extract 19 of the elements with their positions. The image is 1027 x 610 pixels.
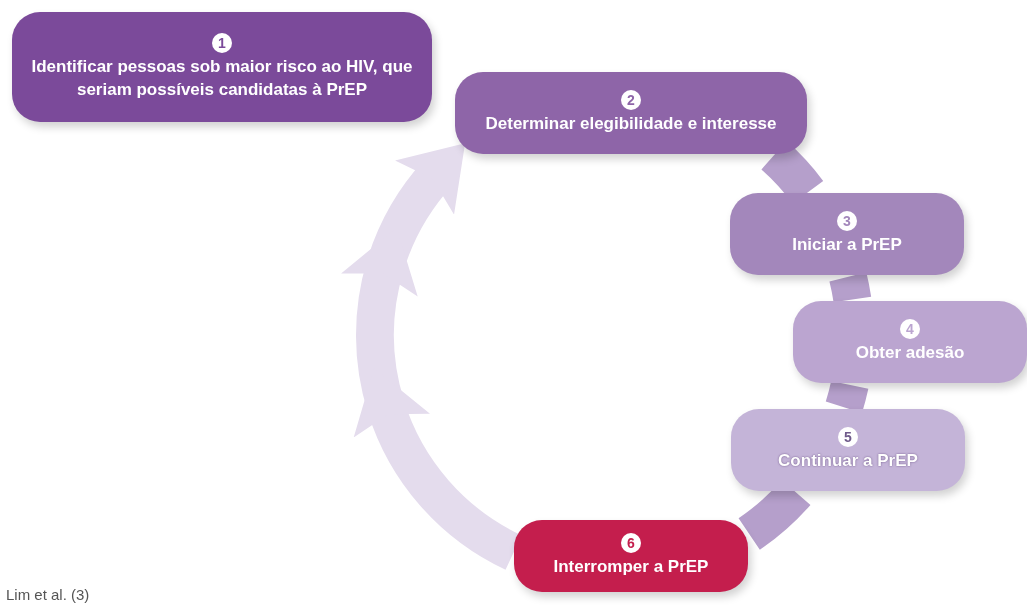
step-number: 1 bbox=[212, 33, 232, 54]
step-label: Identificar pessoas sob maior risco ao HIV, que seriam possíveis candidatas à PrEP bbox=[30, 56, 414, 101]
citation-text: Lim et al. (3) bbox=[6, 586, 90, 603]
step-box bbox=[514, 520, 748, 592]
step-box bbox=[793, 301, 1027, 383]
step-box bbox=[730, 193, 964, 275]
step-number: 3 bbox=[837, 211, 857, 232]
step-label: Obter adesão bbox=[855, 342, 965, 365]
step-label: Iniciar a PrEP bbox=[792, 234, 902, 257]
step-box bbox=[455, 72, 807, 154]
step-box bbox=[731, 409, 965, 491]
step-label: Determinar elegibilidade e interesse bbox=[485, 113, 777, 136]
step-number: 4 bbox=[900, 319, 920, 340]
step-number: 5 bbox=[838, 427, 858, 448]
step-label: Interromper a PrEP bbox=[553, 556, 709, 579]
step-number: 6 bbox=[621, 533, 641, 554]
step-number: 2 bbox=[621, 90, 641, 111]
step-box bbox=[12, 12, 432, 122]
step-label: Continuar a PrEP bbox=[778, 450, 918, 473]
